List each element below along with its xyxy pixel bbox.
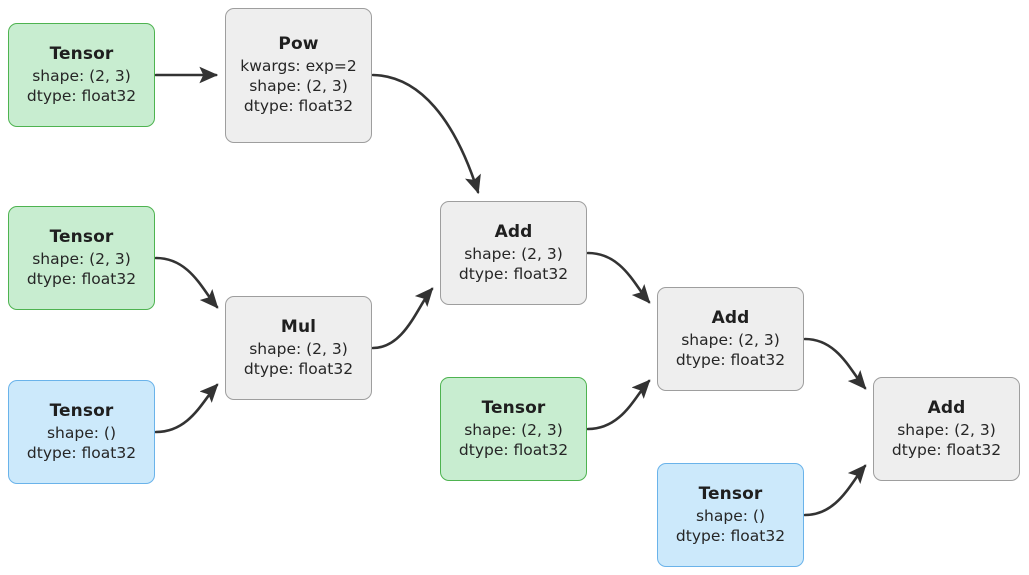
graph-node-add-1[interactable]: Add shape: (2, 3)dtype: float32	[440, 201, 587, 305]
node-detail-line: shape: (2, 3)	[32, 66, 131, 85]
node-detail-line: dtype: float32	[458, 440, 569, 459]
node-title: Tensor	[49, 43, 114, 64]
node-detail-line: kwargs: exp=2	[240, 57, 357, 76]
node-title: Tensor	[698, 483, 763, 504]
graph-node-tensor-c[interactable]: Tensor shape: ()dtype: float32	[8, 380, 155, 484]
node-detail-line: dtype: float32	[675, 526, 786, 545]
graph-edge-mul-to-add-1	[371, 287, 434, 350]
node-detail-line: shape: (2, 3)	[249, 77, 348, 96]
node-title: Add	[494, 221, 533, 242]
graph-node-tensor-a[interactable]: Tensor shape: (2, 3)dtype: float32	[8, 23, 155, 127]
graph-edge-tensor-e-to-add-3	[803, 464, 867, 517]
node-detail-line: dtype: float32	[26, 269, 137, 288]
node-title: Tensor	[49, 226, 114, 247]
node-detail-line: dtype: float32	[243, 97, 354, 116]
graph-edge-tensor-c-to-mul	[154, 383, 219, 434]
node-detail-line: dtype: float32	[891, 440, 1002, 459]
graph-node-tensor-d[interactable]: Tensor shape: (2, 3)dtype: float32	[440, 377, 587, 481]
graph-edges	[154, 66, 867, 517]
node-title: Add	[711, 307, 750, 328]
graph-node-tensor-e[interactable]: Tensor shape: ()dtype: float32	[657, 463, 804, 567]
node-detail-line: dtype: float32	[458, 264, 569, 283]
graph-node-mul[interactable]: Mul shape: (2, 3)dtype: float32	[225, 296, 372, 400]
node-detail-line: shape: (2, 3)	[897, 420, 996, 439]
node-title: Tensor	[481, 397, 546, 418]
node-detail-line: shape: (2, 3)	[32, 249, 131, 268]
graph-node-add-3[interactable]: Add shape: (2, 3)dtype: float32	[873, 377, 1020, 481]
graph-edge-pow-to-add-1	[371, 73, 481, 194]
node-detail-line: shape: (2, 3)	[681, 330, 780, 349]
node-title: Pow	[278, 34, 319, 55]
node-detail-line: shape: (2, 3)	[464, 420, 563, 439]
graph-edge-tensor-d-to-add-2	[586, 379, 651, 431]
node-detail-line: dtype: float32	[243, 359, 354, 378]
node-detail-line: dtype: float32	[26, 443, 137, 462]
node-detail-line: shape: ()	[46, 423, 117, 442]
node-title: Tensor	[49, 400, 114, 421]
graph-edge-add-2-to-add-3	[803, 337, 867, 390]
node-title: Mul	[280, 316, 317, 337]
node-detail-line: shape: ()	[695, 506, 766, 525]
graph-node-tensor-b[interactable]: Tensor shape: (2, 3)dtype: float32	[8, 206, 155, 310]
node-detail-line: dtype: float32	[675, 350, 786, 369]
node-detail-line: dtype: float32	[26, 86, 137, 105]
graph-node-add-2[interactable]: Add shape: (2, 3)dtype: float32	[657, 287, 804, 391]
node-detail-line: shape: (2, 3)	[249, 339, 348, 358]
node-detail-line: shape: (2, 3)	[464, 244, 563, 263]
node-title: Add	[927, 397, 966, 418]
graph-edge-tensor-b-to-mul	[154, 256, 219, 309]
graph-edge-add-1-to-add-2	[586, 251, 651, 304]
